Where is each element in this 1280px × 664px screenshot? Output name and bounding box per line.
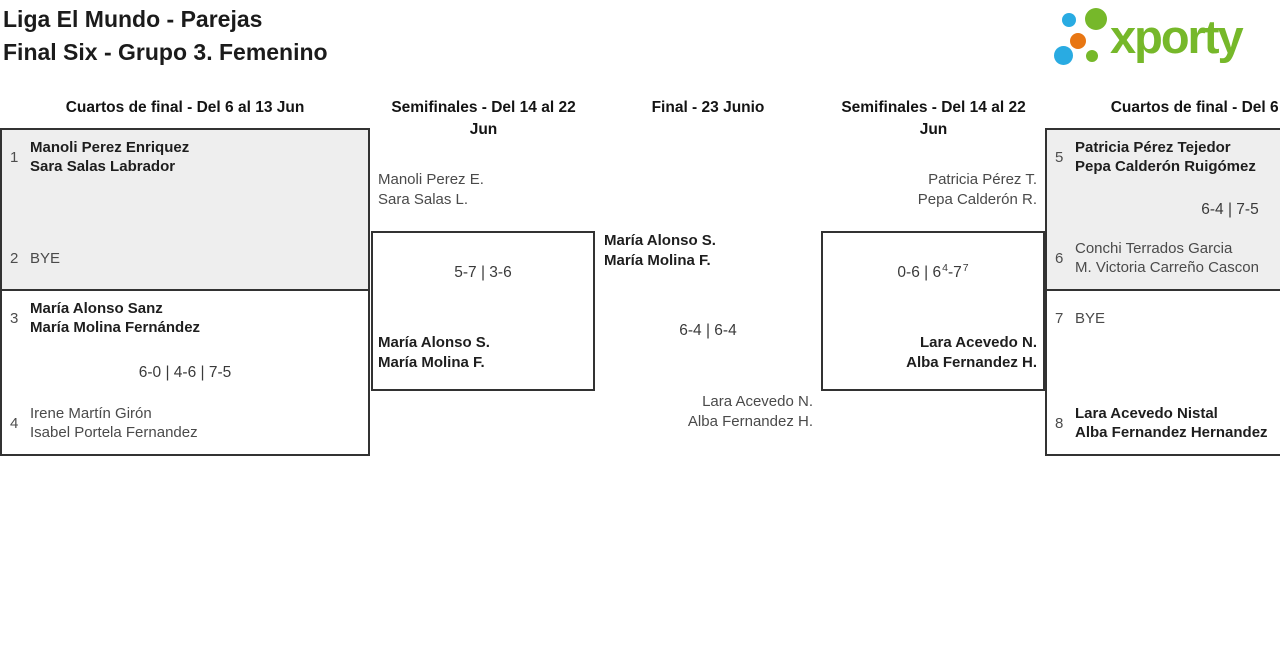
seed-number: 2 [10,249,19,267]
page-title-line1: Liga El Mundo - Parejas [3,6,263,32]
match-score: 6-4 | 7-5 [1201,200,1259,218]
final-team-runnerup: Lara Acevedo N.Alba Fernandez H. [687,393,813,430]
team-bye-2: 2 BYE [2,237,368,279]
sf-left-team-bottom: María Alonso S.María Molina F. [378,334,490,371]
round-header-semifinals-right: Semifinales - Del 14 al 22 Jun [841,99,1026,138]
match-score: 0-6 | 64-77 [897,262,969,281]
match-sf-left[interactable]: 5-7 | 3-6 [371,231,595,391]
page-title-line2: Final Six - Grupo 3. Femenino [3,39,328,65]
sf-right-team-bottom: Lara Acevedo N.Alba Fernandez H. [906,334,1037,371]
match-score: 5-7 | 3-6 [454,264,512,281]
round-header-final: Final - 23 Junio [651,99,765,116]
seed-number: 1 [10,148,19,166]
logo-dot-orange [1070,33,1086,49]
seed-number: 4 [10,414,19,432]
round-header-quarterfinals-right: Cuartos de final - Del 6 al 13 Jun [1110,99,1280,116]
logo-dot-green-small [1086,50,1098,62]
match-sf-right[interactable]: 0-6 | 64-77 [821,231,1045,391]
final-score: 6-4 | 6-4 [679,322,737,339]
match-score: 6-0 | 4-6 | 7-5 [138,363,232,381]
team-bye-7: 7 BYE [1047,297,1280,339]
seed-number: 6 [1055,249,1064,267]
sf-left-team-top: Manoli Perez E.Sara Salas L. [378,171,484,208]
logo-text: xporty [1110,10,1244,63]
logo-dot-blue-large [1054,46,1073,65]
seed-number: 5 [1055,148,1064,166]
team-names: BYE [30,249,61,267]
team-names: BYE [1075,309,1106,327]
seed-number: 8 [1055,414,1064,432]
seed-number: 3 [10,309,19,327]
logo-dot-blue-small [1062,13,1076,27]
round-header-semifinals-left: Semifinales - Del 14 al 22 Jun [391,99,576,138]
seed-number: 7 [1055,309,1064,327]
page-title: Liga El Mundo - Parejas Final Six - Grup… [3,3,328,69]
logo-dot-green-large [1085,8,1107,30]
final-team-winner: María Alonso S.María Molina F. [604,232,716,269]
sf-right-team-top: Patricia Pérez T.Pepa Calderón R. [917,171,1037,208]
round-header-quarterfinals-left: Cuartos de final - Del 6 al 13 Jun [65,99,305,116]
